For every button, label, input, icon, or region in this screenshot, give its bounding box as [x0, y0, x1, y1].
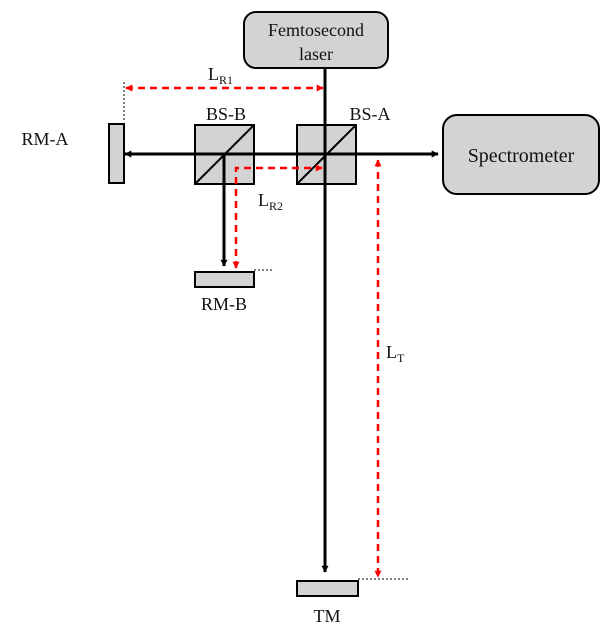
distance-lt: LT: [374, 159, 405, 578]
femtosecond-laser: Femtosecond laser: [243, 11, 389, 69]
tm-label: TM: [314, 606, 341, 625]
lt-label: LT: [386, 342, 405, 365]
lr1-label: LR1: [208, 64, 233, 87]
beam-paths: [124, 68, 439, 573]
rm-a-label: RM-A: [21, 129, 68, 149]
distance-lr1: LR1: [123, 64, 324, 122]
laser-label-line2: laser: [299, 44, 333, 64]
mirror-tm: TM: [296, 578, 408, 625]
bs-a-label: BS-A: [349, 104, 390, 124]
beam-splitter-b: BS-B: [125, 104, 438, 185]
rm-b-label: RM-B: [201, 294, 247, 314]
beam-through-splitters: [195, 125, 356, 184]
lr2-label: LR2: [258, 190, 283, 213]
spectrometer: Spectrometer: [442, 114, 600, 195]
laser-label-line1: Femtosecond: [268, 20, 364, 40]
beam-splitter-a: BS-A: [296, 104, 391, 185]
mirror-rm-b: RM-B: [194, 269, 272, 314]
bs-b-label: BS-B: [206, 104, 246, 124]
spectrometer-label: Spectrometer: [468, 145, 575, 167]
mirror-rm-a: RM-A: [21, 123, 125, 184]
distance-lr2: LR2: [232, 164, 323, 269]
